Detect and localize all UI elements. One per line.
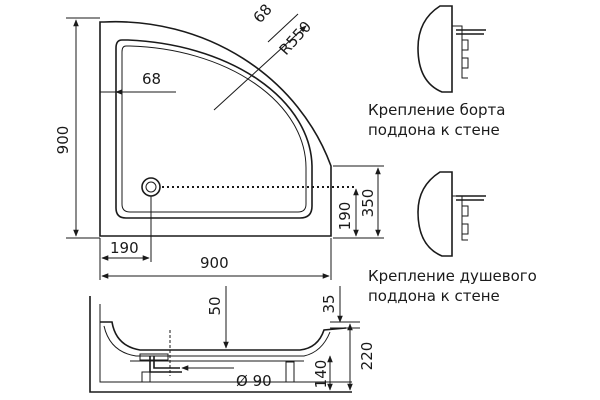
tray-body-underside	[103, 325, 331, 357]
tray-inner-outline	[115, 39, 313, 219]
rim-fastener-1	[461, 39, 469, 51]
drain-pipe	[149, 356, 182, 373]
rim-profile	[417, 5, 453, 93]
drain-inner	[145, 181, 157, 193]
dim-depth-label: 50	[206, 296, 224, 315]
dim-width-900-label: 900	[200, 254, 229, 272]
rim-bracket	[452, 25, 468, 79]
dim-radius-label: R550	[276, 18, 316, 59]
tray-wall-lines	[456, 195, 486, 201]
tray-inner-rim	[121, 45, 307, 213]
dim-leg-height-label: 140	[312, 360, 330, 389]
dim-edge-top-label: 68	[250, 0, 276, 26]
tray-profile	[417, 171, 453, 257]
tray-mount-detail	[417, 171, 486, 257]
dim-edge-left-label: 68	[142, 70, 161, 88]
dim-drain-x-label: 190	[110, 239, 139, 257]
rim-wall-lines	[456, 29, 486, 35]
tray-mount-caption-line2: поддона к стене	[368, 287, 500, 305]
rim-mount-detail	[417, 5, 486, 93]
rim-mount-caption: Крепление борта поддона к стене	[368, 100, 505, 140]
top-view: 900 68 68 R550 190 900 190 350	[54, 0, 384, 280]
leg-left	[141, 371, 151, 383]
side-frame-inner	[99, 304, 352, 383]
edge-top-dim-line	[267, 13, 299, 43]
tray-bracket	[452, 195, 468, 241]
drain-outer	[141, 177, 161, 197]
tray-outer-outline	[99, 20, 332, 237]
tray-mount-caption-line1: Крепление душевого	[368, 267, 537, 285]
tray-body-outline	[100, 321, 347, 351]
dim-350-label: 350	[359, 189, 377, 218]
drain-diameter-label: Ø 90	[236, 372, 272, 390]
leg-right	[285, 361, 295, 383]
tray-fastener-2	[461, 223, 469, 235]
side-frame	[89, 296, 352, 393]
rim-fastener-2	[461, 57, 469, 69]
radius-leader	[213, 25, 307, 111]
tray-mount-caption: Крепление душевого поддона к стене	[368, 266, 537, 306]
rim-mount-caption-line1: Крепление борта	[368, 101, 506, 119]
dim-drain-y-label: 190	[336, 202, 354, 231]
dim-total-height-label: 220	[358, 342, 376, 371]
side-view: Ø 90 50 35 140 220	[89, 286, 376, 393]
dim-rim-label: 35	[320, 294, 338, 313]
dim-height-900-label: 900	[54, 126, 72, 155]
rim-mount-caption-line2: поддона к стене	[368, 121, 500, 139]
drain-body	[139, 353, 169, 361]
tray-fastener-1	[461, 205, 469, 217]
